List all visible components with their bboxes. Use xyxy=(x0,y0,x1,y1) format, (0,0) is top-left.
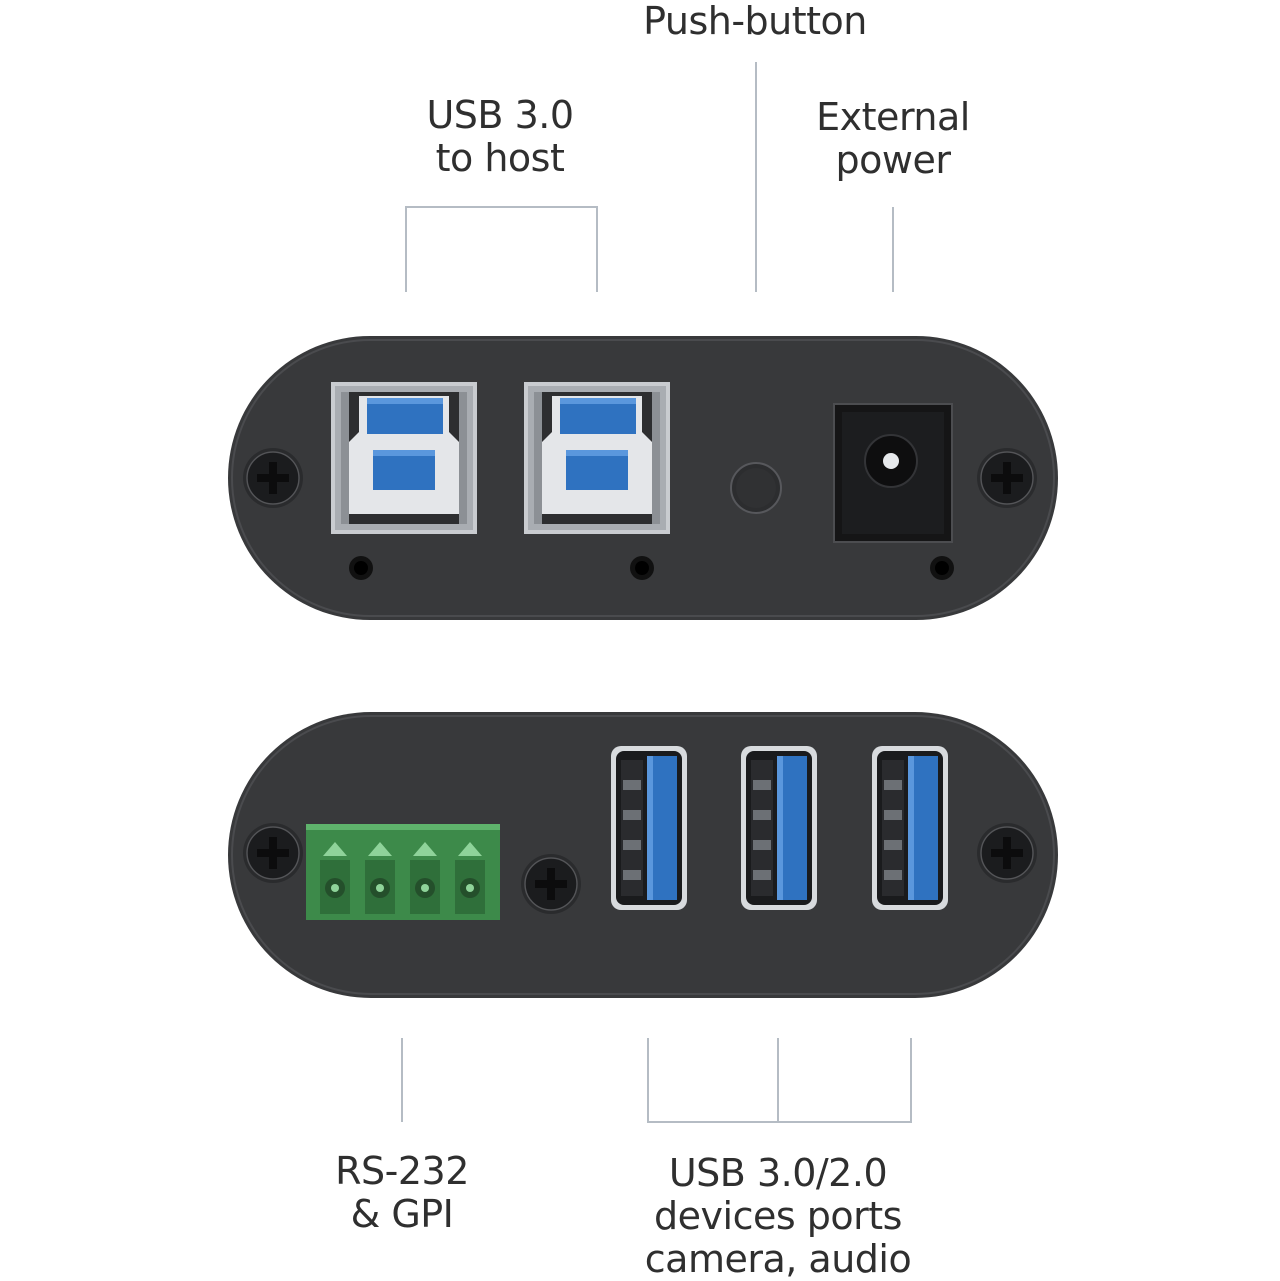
usb-host-label-line1: USB 3.0 xyxy=(426,93,574,137)
rs232-gpi-label: RS-232 & GPI xyxy=(335,1150,469,1236)
screw-icon xyxy=(242,447,304,509)
push-button-label-line1: Push-button xyxy=(643,0,867,43)
bottom-panel xyxy=(228,712,1058,998)
dc-power-jack-icon[interactable] xyxy=(833,403,953,543)
usb-host-label-line2: to host xyxy=(435,136,565,180)
rs232-gpi-label-line1: RS-232 xyxy=(335,1149,469,1193)
usb-host-bracket xyxy=(405,206,598,292)
usb-a-port-icon[interactable] xyxy=(741,746,817,910)
usb-devices-label-line2: devices ports xyxy=(654,1194,902,1238)
terminal-block-icon[interactable] xyxy=(306,824,500,920)
screw-icon xyxy=(976,447,1038,509)
external-power-label: External power xyxy=(816,96,970,182)
usb-b-port-icon[interactable] xyxy=(331,382,477,534)
callout-lines-top xyxy=(405,62,894,292)
rs232-gpi-label-line2: & GPI xyxy=(350,1192,454,1236)
usb-host-label: USB 3.0 to host xyxy=(426,93,574,180)
screw-icon xyxy=(976,822,1038,884)
screw-icon xyxy=(520,853,582,915)
external-power-label-line1: External xyxy=(816,95,970,139)
mount-hole-icon xyxy=(930,556,954,580)
usb-devices-label: USB 3.0/2.0 devices ports camera, audio xyxy=(644,1151,912,1281)
mount-hole-icon xyxy=(630,556,654,580)
callout-lines-bottom xyxy=(401,1038,912,1123)
push-button-icon[interactable] xyxy=(730,462,782,514)
usb-a-port-icon[interactable] xyxy=(611,746,687,910)
usb-devices-bracket xyxy=(647,1038,912,1123)
screw-icon xyxy=(242,822,304,884)
usb-b-port-icon[interactable] xyxy=(524,382,670,534)
usb-devices-label-line3: camera, audio xyxy=(644,1237,912,1281)
usb-devices-label-line1: USB 3.0/2.0 xyxy=(668,1151,888,1195)
external-power-label-line2: power xyxy=(835,138,951,182)
usb-a-port-icon[interactable] xyxy=(872,746,948,910)
top-panel xyxy=(228,336,1058,620)
push-button-label: Push-button xyxy=(643,0,867,43)
mount-hole-icon xyxy=(349,556,373,580)
